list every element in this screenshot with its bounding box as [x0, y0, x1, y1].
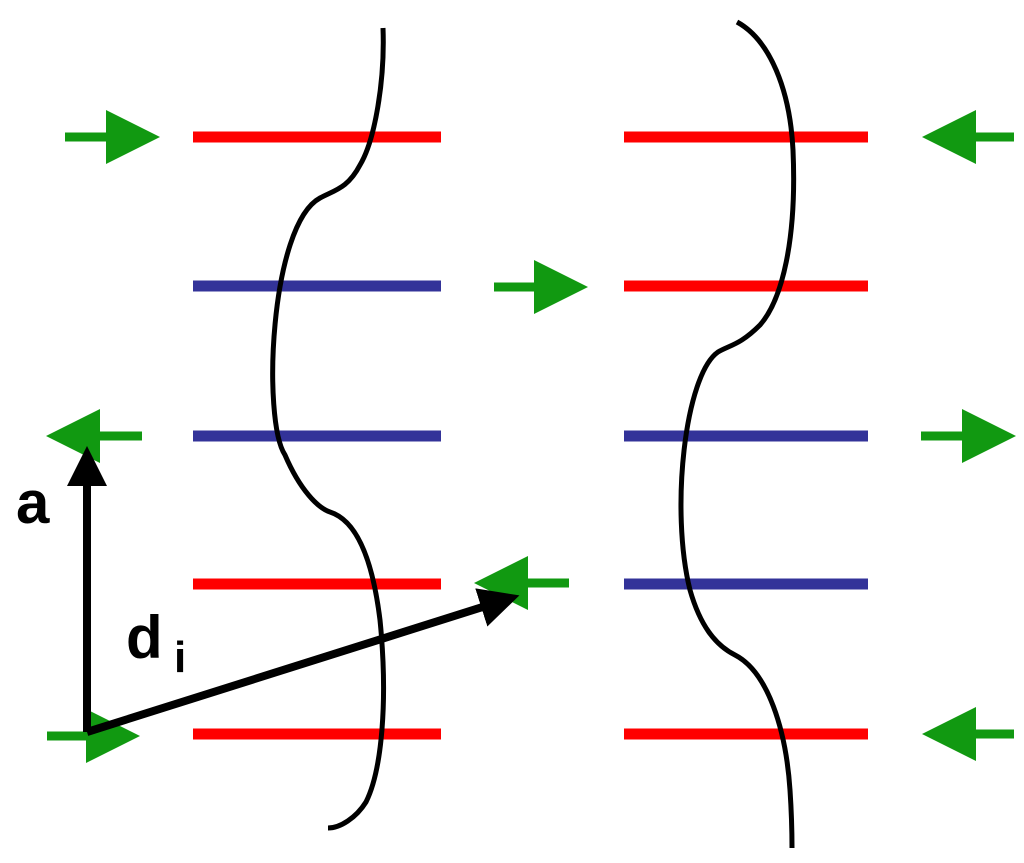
green-arrows: [46, 110, 1016, 763]
right-wavy-curve: [678, 19, 797, 849]
left-wavy-curve: [270, 27, 387, 831]
label-d-subscript: i: [174, 633, 186, 682]
vector-d-i: [85, 588, 520, 736]
label-a: a: [16, 469, 50, 536]
label-d: d: [126, 604, 163, 671]
right-column-lines: [624, 131, 868, 740]
left-column-lines: [193, 131, 441, 740]
black-vectors: [67, 446, 520, 736]
